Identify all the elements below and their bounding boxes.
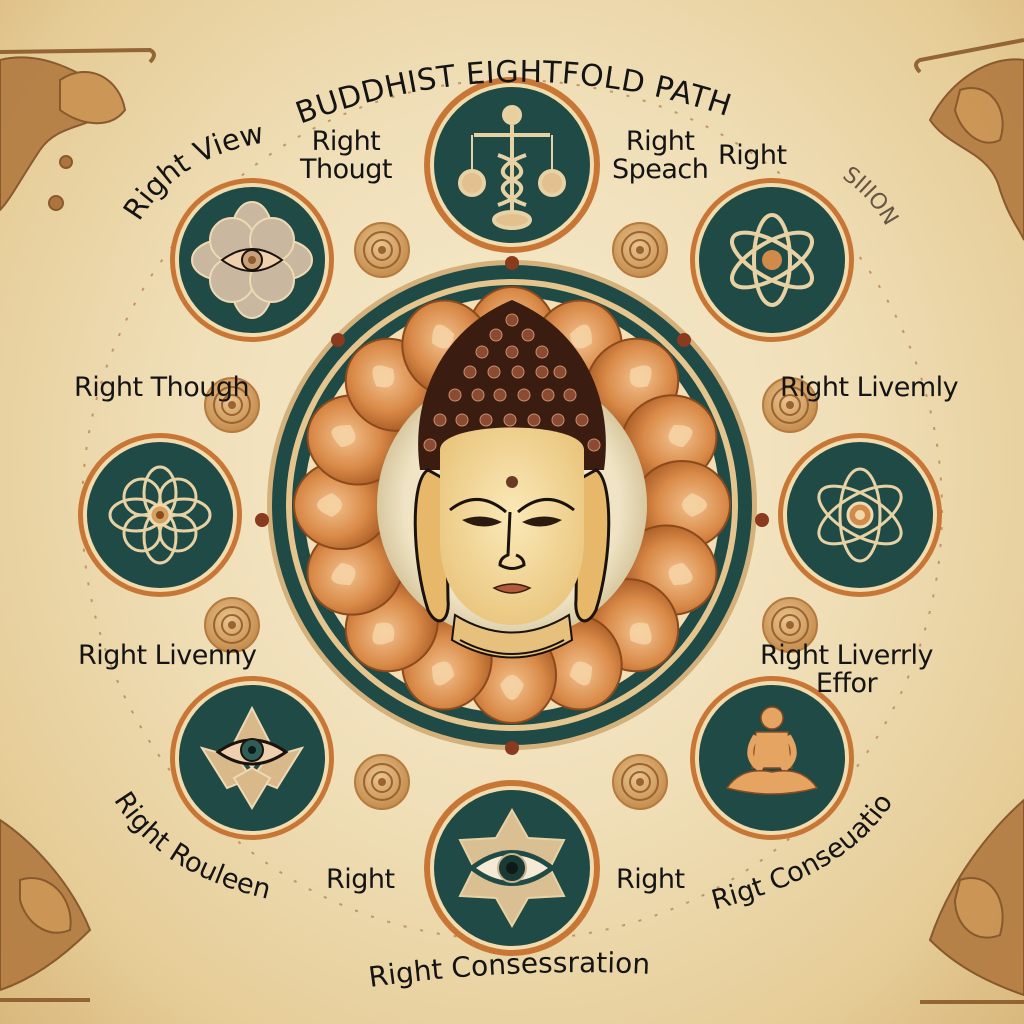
star-eye-icon <box>458 807 566 929</box>
label-line: Right Liverrly <box>760 640 934 671</box>
label-top-center-left: Right Thougt <box>300 128 392 184</box>
buddha-head-illustration <box>413 300 611 659</box>
lotus-eye-icon <box>191 201 313 319</box>
medallion-right <box>778 433 942 597</box>
medallion-top-right <box>690 178 854 342</box>
atom-knot-icon <box>817 467 903 563</box>
scales-caduceus-icon <box>458 105 566 230</box>
label-lower-right: Right Liverrly Effor <box>760 640 934 699</box>
center-mandala <box>255 256 769 755</box>
label-line: Effor <box>815 668 878 699</box>
medallion-left <box>78 433 242 597</box>
label-bottom: Right Consessration <box>367 946 651 994</box>
meditating-figure-icon <box>725 706 819 795</box>
medallion-bottom-right <box>690 676 854 840</box>
corner-ornament-bottom-right <box>920 798 1024 1004</box>
lotus-atom-icon <box>730 213 814 307</box>
label-bottom-center-right: Right <box>616 864 685 895</box>
label-bottom-center-left: Right <box>326 864 395 895</box>
medallion-top <box>424 77 600 253</box>
label-top-right-arc: SIIION <box>838 162 903 230</box>
medallion-bottom-left <box>170 676 334 840</box>
label-line: Right <box>625 126 695 157</box>
label-mid-left: Right Though <box>74 372 250 403</box>
label-line: Speach <box>612 154 709 185</box>
label-mid-right: Right Livemly <box>780 372 959 403</box>
corner-ornament-bottom-left <box>0 818 92 1002</box>
lotus-flower-icon <box>108 465 212 565</box>
lotus-eye-icon <box>199 705 305 810</box>
label-line: Right <box>311 126 381 157</box>
label-top-right: Right <box>718 140 787 171</box>
label-lower-left: Right Livenny <box>78 640 257 671</box>
medallion-top-left <box>170 178 334 342</box>
corner-ornament-top-left <box>0 47 156 212</box>
label-line: Thougt <box>300 154 392 185</box>
medallion-bottom <box>424 780 600 956</box>
corner-ornament-top-right <box>914 38 1024 241</box>
label-top-center-right: Right Speach <box>612 126 709 185</box>
